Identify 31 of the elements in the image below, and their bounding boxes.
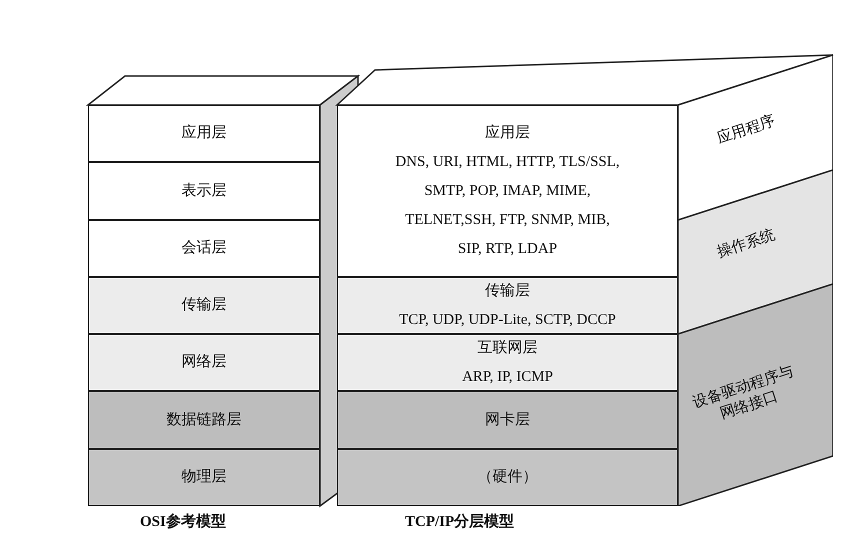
layer-box (88, 277, 320, 334)
layer-name: 传输层 (182, 296, 226, 315)
layer-box (88, 449, 320, 506)
layer-name: （硬件） (478, 468, 538, 487)
layer-box (88, 162, 320, 220)
layer-name: 会话层 (182, 238, 226, 258)
layer-box (337, 391, 678, 449)
layer-box (88, 220, 320, 277)
layer-name: 互联网层 (478, 338, 538, 358)
layer-group-label: 设备驱动程序与网络接口 (690, 362, 797, 424)
layer-box (337, 277, 678, 334)
layer-box (88, 391, 320, 449)
layer-name: 物理层 (182, 468, 226, 487)
layer-name: 传输层 (485, 282, 530, 300)
layer-box (88, 334, 320, 391)
layer-name: 网络层 (182, 353, 226, 372)
protocol-list: ARP, IP, ICMP (358, 362, 658, 392)
layer-name: 表示层 (182, 182, 226, 200)
protocol-list: TCP, UDP, UDP-Lite, SCTP, DCCP (358, 306, 658, 334)
layer-name: 应用层 (485, 123, 530, 142)
protocol-list: DNS, URI, HTML, HTTP, TLS/SSL, SMTP, POP, IMAP, MIME, TELNET,SSH, FTP, SNMP, MIB, SIP, RTP, LDAP (392, 148, 622, 264)
layer-name: 数据链路层 (166, 410, 242, 430)
model-caption: OSI参考模型 (140, 512, 226, 531)
layer-name: 网卡层 (485, 410, 530, 430)
model-caption: TCP/IP分层模型 (405, 512, 514, 531)
layer-group-label: 应用程序 (714, 112, 778, 148)
layer-box (88, 105, 320, 162)
layer-group-label: 操作系统 (714, 226, 778, 263)
layer-name: 应用层 (182, 123, 226, 143)
layer-box (337, 334, 678, 391)
layer-box (337, 449, 678, 506)
